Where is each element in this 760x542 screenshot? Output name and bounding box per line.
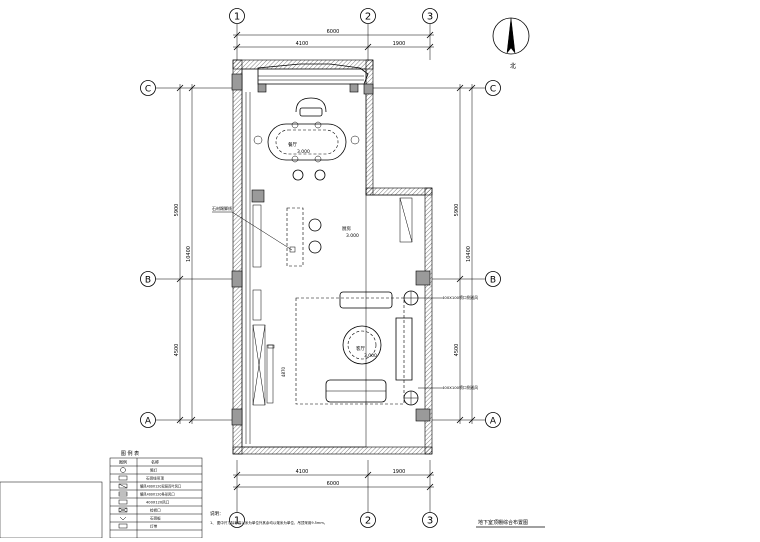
dim-top-total: 6000 [327,29,340,35]
grid-bubble-A-left [140,412,156,428]
legend-header-name: 名称 [151,459,159,465]
dim-left-lower: 4500 [174,344,180,357]
annotation-left-tag: 石材踢脚线 [212,205,232,211]
legend-row-4: 400X120风口 [146,501,170,505]
sofa-top [339,291,393,309]
light-strip-icon [118,523,128,529]
room-name-living: 客厅 [356,345,365,352]
drawing-title-block: 地下室顶棚综合布置图 [476,519,545,528]
grid-label-C-right: C [490,85,496,95]
left-grid-axes: C B A 5900 4500 10400 [140,80,232,428]
room-name-dining: 餐厅 [288,141,297,148]
grid-label-A-right: A [490,417,497,427]
grid-label-3-top: 3 [427,12,433,23]
annotation-ac-lower: 400X100喷口侧送风 [442,385,478,390]
dining-table [267,123,347,161]
legend-row-0: 筒灯 [150,468,158,473]
vent-icon [118,499,128,505]
left-strips [245,92,274,444]
kitchen-island [286,207,304,267]
annotation-ac-upper: 400X100喷口侧送风 [442,295,478,300]
grid-bubble-1-bottom [229,512,245,528]
grid-label-2-top: 2 [365,12,371,23]
legend-header-symbol: 图例 [119,459,127,465]
notes-title: 说明： [210,510,224,517]
grid-bubble-2-bottom [360,512,376,528]
gypsum-board-icon [119,516,127,521]
grid-bubble-C-right [485,80,501,96]
grid-label-A-left: A [145,417,152,427]
grid-label-C-left: C [145,85,151,95]
notes-line-1: 1、 图中尺寸除标高以米为单位外其余均以毫米为单位，吊顶采用9.5mm。 [210,520,327,525]
gypsum-line-icon [118,475,128,481]
grid-label-1-bottom: 1 [234,516,240,527]
dim-left-upper: 5900 [174,204,180,217]
dim-bottom-total: 6000 [327,481,340,487]
legend-row-5: 检修口 [150,508,161,513]
kitchen-area: 厨房 3.000 [231,197,413,267]
grid-bubble-A-right [485,412,501,428]
dim-bottom-left: 4100 [296,469,309,475]
legend-row-2: 暖风400X120双层百叶风口 [140,484,181,489]
dining-area: 餐厅 3.000 [253,97,360,181]
right-grid-axes: C B A 5900 4500 10400 [366,80,501,428]
grid-bubble-B-left [140,271,156,287]
grid-bubble-1-top [229,8,245,24]
north-arrow: 北 [492,17,530,70]
legend-row-3: 暖风400X120条形风口 [140,492,175,497]
room-level-living: 3.000 [364,353,377,359]
dim-top-left: 4100 [296,41,309,47]
grid-bubble-3-bottom [422,512,438,528]
access-hatch-icon [118,507,128,513]
room-level-dining: 3.000 [297,149,310,155]
top-bay [257,63,369,93]
north-arrow-icon [506,17,516,54]
grid-bubble-B-right [485,271,501,287]
dim-left-total: 10400 [186,246,192,262]
grid-label-B-right: B [490,276,496,286]
walls [232,59,433,455]
coffee-table [342,325,382,365]
annotations: 石材踢脚线 4870 400X100喷口侧送风 400X100喷口侧送风 [212,205,478,390]
grid-label-3-bottom: 3 [427,516,433,527]
living-area: 客厅 3.000 [267,290,419,406]
dim-top-right: 1900 [393,41,406,47]
dim-right-total: 10400 [466,246,472,262]
north-label: 北 [510,62,516,70]
title-block-frame [0,481,103,539]
top-grid-axes: 1 2 3 6000 4100 1900 [229,8,438,60]
grid-label-1-top: 1 [234,12,240,23]
legend-title: 图 例 表 [121,450,139,457]
dim-right-upper: 5900 [454,204,460,217]
grid-bubble-3-top [422,8,438,24]
downlight-icon [120,467,126,473]
double-louver-icon [118,483,128,489]
grid-bubble-C-left [140,80,156,96]
dim-right-lower: 4500 [454,344,460,357]
legend-row-6: 石膏板 [150,516,161,521]
bottom-grid-axes: 4100 1900 6000 1 2 3 [229,460,438,528]
legend-row-1: 石膏线吊顶 [146,476,164,481]
room-name-kitchen: 厨房 [342,225,351,232]
drawing-title: 地下室顶棚综合布置图 [478,519,528,526]
notes: 说明： 1、 图中尺寸除标高以米为单位外其余均以毫米为单位，吊顶采用9.5mm。 [210,510,327,525]
grid-bubble-2-top [360,8,376,24]
annotation-dim-4870: 4870 [281,366,286,377]
legend-table: 图 例 表 图例 名称 筒灯 石膏线吊顶 暖风400X120双层百叶风口 暖风4… [109,450,203,539]
room-level-kitchen: 3.000 [346,233,359,239]
grid-label-2-bottom: 2 [365,516,371,527]
columns [231,73,431,426]
legend-row-7: 灯带 [150,524,158,529]
grid-label-B-left: B [145,276,151,286]
dim-bottom-right: 1900 [393,469,406,475]
living-rug [295,297,405,405]
